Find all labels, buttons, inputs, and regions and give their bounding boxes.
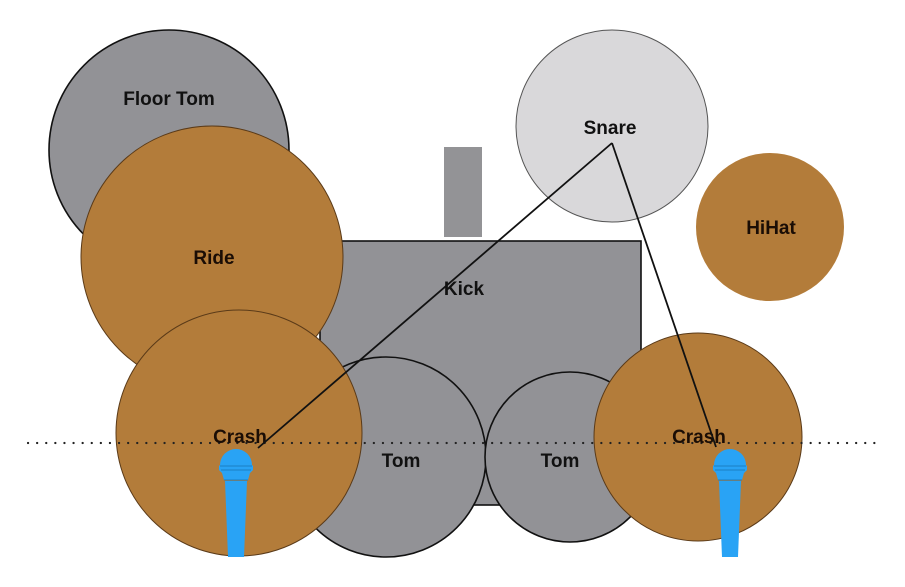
hihat-shape: [696, 153, 844, 301]
connection-snare-to-right-mic: [611, 142, 717, 448]
crash-right: [593, 332, 803, 542]
connection-snare-to-left-mic: [257, 142, 613, 449]
kick-label: Kick: [444, 279, 485, 300]
snare-shape: [515, 29, 709, 223]
hihat: [696, 153, 844, 301]
snare-label: Snare: [584, 118, 637, 139]
snare: [515, 29, 709, 223]
kick-pedal-bar: [444, 147, 482, 237]
tom-left-label: Tom: [382, 451, 421, 472]
overhead-mic-right: [713, 449, 747, 557]
floor-tom-label: Floor Tom: [123, 89, 214, 110]
crash-right-shape: [593, 332, 803, 542]
crash-right-label: Crash: [672, 427, 726, 448]
hihat-label: HiHat: [746, 218, 796, 239]
microphone-icon: [219, 449, 253, 557]
tom-right-label: Tom: [541, 451, 580, 472]
crash-left-label: Crash: [213, 427, 267, 448]
microphone-icon: [713, 449, 747, 557]
ride-label: Ride: [193, 248, 234, 269]
overhead-mic-left: [219, 449, 253, 557]
